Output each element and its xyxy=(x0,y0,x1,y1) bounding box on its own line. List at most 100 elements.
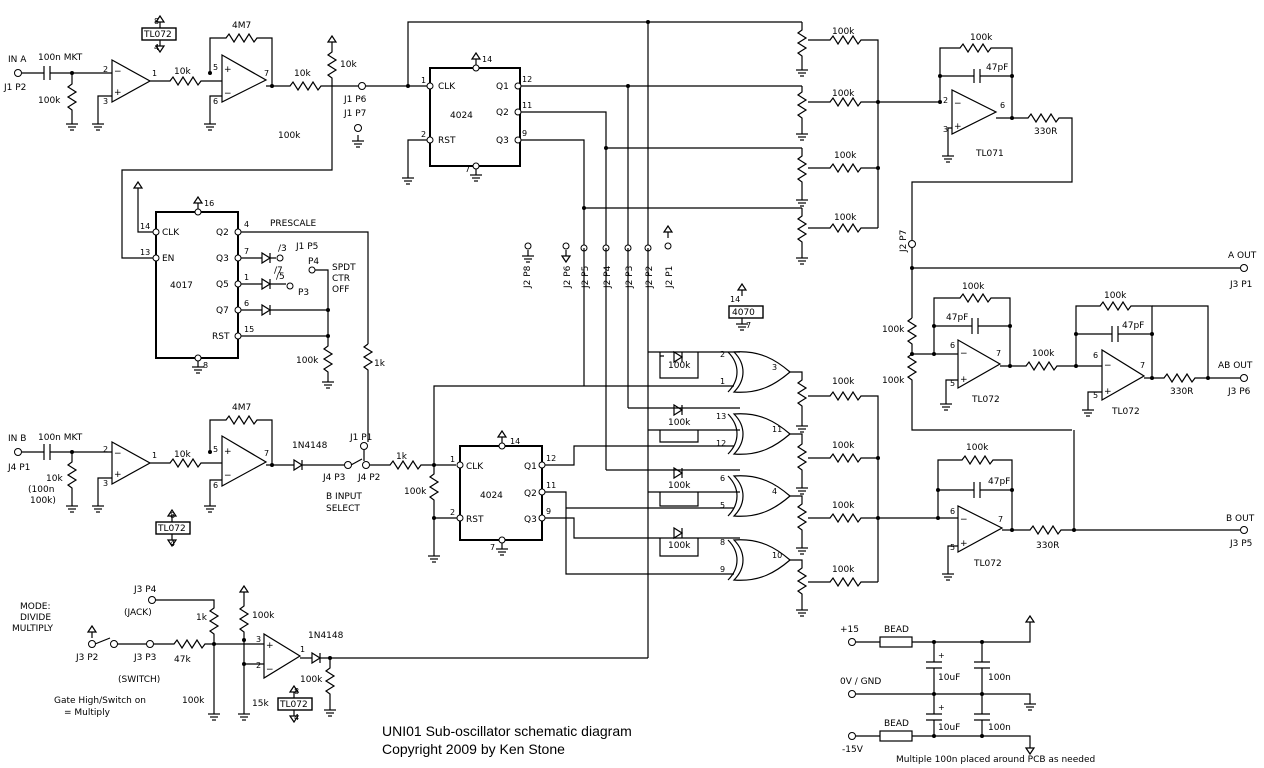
svg-text:100k: 100k xyxy=(832,501,855,511)
svg-text:Q3: Q3 xyxy=(496,136,509,146)
svg-text:TL072: TL072 xyxy=(971,395,1000,405)
svg-text:15k: 15k xyxy=(252,699,269,709)
svg-text:100k: 100k xyxy=(668,418,691,428)
in-b-jack[interactable] xyxy=(14,448,22,456)
svg-text:100k: 100k xyxy=(252,611,275,621)
svg-text:RST: RST xyxy=(212,332,230,342)
svg-text:100k: 100k xyxy=(182,696,205,706)
j3-p3-pin[interactable] xyxy=(146,640,154,648)
svg-text:100k: 100k xyxy=(832,89,855,99)
svg-text:2: 2 xyxy=(943,96,948,105)
svg-text:100k: 100k xyxy=(966,443,989,453)
j2-p7-pin[interactable] xyxy=(908,240,916,248)
svg-text:3: 3 xyxy=(103,479,108,488)
opamp-a1 xyxy=(111,58,152,104)
svg-text:100n: 100n xyxy=(988,723,1011,733)
svg-text:7: 7 xyxy=(264,449,269,458)
svg-text:100k: 100k xyxy=(832,441,855,451)
svg-text:−: − xyxy=(224,471,232,481)
svg-text:−: − xyxy=(224,89,232,99)
j4-p2-pin[interactable] xyxy=(362,461,370,469)
svg-text:10k: 10k xyxy=(174,450,191,460)
a-out-jack[interactable] xyxy=(1240,264,1248,272)
svg-text:14: 14 xyxy=(730,295,740,304)
svg-text:−: − xyxy=(960,349,968,359)
mode-select: MODE: DIVIDE MULTIPLY J3 P4 (JACK) 1k J3… xyxy=(12,585,648,723)
svg-text:7: 7 xyxy=(244,247,249,256)
svg-text:100k: 100k xyxy=(882,325,905,335)
svg-text:12: 12 xyxy=(546,454,556,463)
svg-text:4017: 4017 xyxy=(170,281,193,291)
svg-text:CLK: CLK xyxy=(466,462,484,472)
in-a-label: IN A xyxy=(8,55,27,65)
svg-text:6: 6 xyxy=(720,474,725,483)
svg-text:−: − xyxy=(954,99,962,109)
svg-text:J4 P3: J4 P3 xyxy=(322,473,345,483)
svg-text:+: + xyxy=(114,470,122,480)
svg-text:Q3: Q3 xyxy=(524,515,537,525)
svg-text:6: 6 xyxy=(244,299,249,308)
svg-text:4: 4 xyxy=(244,220,249,229)
input-a-stage: IN A J1 P2 100n MKT 100k −+ 231 10k +− 5… xyxy=(3,21,367,259)
svg-text:0V / GND: 0V / GND xyxy=(840,677,881,687)
svg-text:100k: 100k xyxy=(278,131,301,141)
svg-text:100k: 100k xyxy=(38,96,61,106)
svg-text:100k: 100k xyxy=(970,33,993,43)
svg-text:12: 12 xyxy=(522,75,532,84)
svg-text:Q2: Q2 xyxy=(524,489,537,499)
svg-text:14: 14 xyxy=(510,437,520,446)
schematic-title: UNI01 Sub-oscillator schematic diagram xyxy=(382,723,632,739)
svg-text:3: 3 xyxy=(103,97,108,106)
svg-text:6: 6 xyxy=(950,507,955,516)
j4-p3-pin[interactable] xyxy=(344,461,352,469)
j1-p4-switch[interactable] xyxy=(308,266,316,274)
j3-p4-jack[interactable] xyxy=(148,596,156,604)
svg-text:8: 8 xyxy=(720,538,725,547)
minus15-pin[interactable] xyxy=(848,732,856,740)
svg-text:13: 13 xyxy=(140,248,150,257)
svg-text:47pF: 47pF xyxy=(986,63,1008,73)
svg-text:100k: 100k xyxy=(882,376,905,386)
svg-text:SELECT: SELECT xyxy=(326,504,360,514)
in-a-conn: J1 P2 xyxy=(3,83,26,93)
bus-wires: J2 P8 J2 P6 J2 P5 J2 P4 J2 P3 J2 P2 J2 P… xyxy=(521,22,802,289)
gnd-pin[interactable] xyxy=(848,690,856,698)
j1-p6-pin[interactable] xyxy=(358,82,366,90)
svg-text:J2 P4: J2 P4 xyxy=(603,265,613,289)
svg-text:2: 2 xyxy=(450,508,455,517)
in-a-jack[interactable] xyxy=(14,69,22,77)
svg-text:6: 6 xyxy=(213,97,218,106)
svg-text:6: 6 xyxy=(1000,101,1005,110)
ab-out-jack[interactable] xyxy=(1240,374,1248,382)
svg-text:TL072: TL072 xyxy=(1111,407,1140,417)
b-input-select-switch[interactable] xyxy=(350,458,363,466)
svg-text:100k: 100k xyxy=(832,27,855,37)
svg-text:TL071: TL071 xyxy=(975,149,1004,159)
svg-text:1k: 1k xyxy=(396,452,408,462)
svg-text:2: 2 xyxy=(421,130,426,139)
svg-text:IN B: IN B xyxy=(8,434,26,444)
mode-switch[interactable] xyxy=(94,637,111,645)
svg-text:10uF: 10uF xyxy=(938,723,960,733)
svg-text:5: 5 xyxy=(213,445,218,454)
opamp-a2 xyxy=(221,53,268,103)
svg-text:47pF: 47pF xyxy=(1122,321,1144,331)
svg-text:= Multiply: = Multiply xyxy=(64,708,111,718)
svg-text:9: 9 xyxy=(546,507,551,516)
svg-text:J2 P8: J2 P8 xyxy=(523,265,533,289)
svg-text:Q2: Q2 xyxy=(216,228,229,238)
plus15-pin[interactable] xyxy=(848,638,856,646)
svg-text:47pF: 47pF xyxy=(946,313,968,323)
j1-p7-pin[interactable] xyxy=(354,124,362,132)
b-out-jack[interactable] xyxy=(1240,526,1248,534)
svg-text:J1 P5: J1 P5 xyxy=(295,242,318,252)
svg-text:BEAD: BEAD xyxy=(884,719,909,729)
svg-text:Q1: Q1 xyxy=(524,462,537,472)
svg-text:TL072: TL072 xyxy=(973,559,1002,569)
svg-text:SPDT: SPDT xyxy=(332,263,356,273)
cap-100n-mkt-a: 100n MKT xyxy=(38,53,83,63)
svg-text:Q7: Q7 xyxy=(216,306,229,316)
svg-text:2: 2 xyxy=(103,445,108,454)
j1-p1-pin[interactable] xyxy=(360,442,368,450)
